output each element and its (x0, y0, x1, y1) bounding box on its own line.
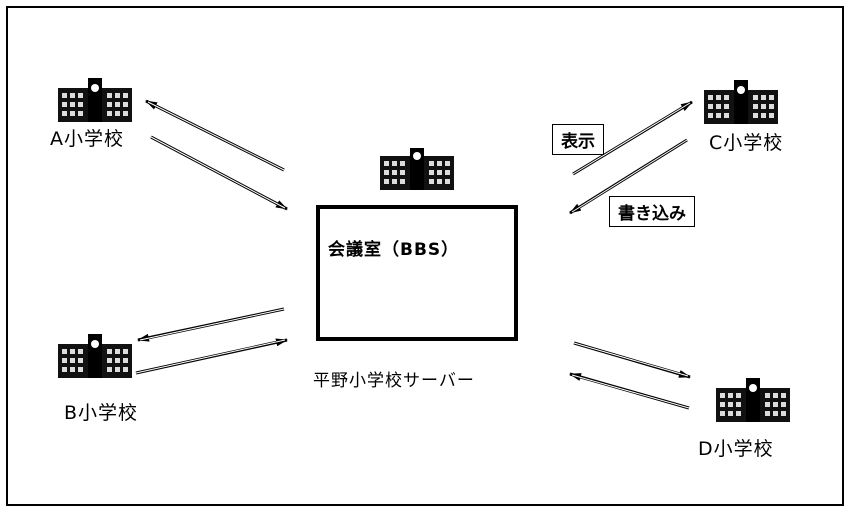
school-b-label: B小学校 (64, 402, 139, 424)
school-building-icon (716, 378, 790, 422)
school-a-label: A小学校 (50, 128, 124, 150)
server-bbs-box: 会議室（BBS） (316, 205, 518, 341)
school-d-label: D小学校 (698, 438, 774, 460)
server-bbs-title: 会議室（BBS） (328, 240, 460, 260)
write-action-label: 書き込み (609, 196, 695, 227)
server-caption: 平野小学校サーバー (313, 371, 475, 391)
server-building-icon (380, 148, 454, 190)
school-c-label: C小学校 (709, 132, 784, 154)
display-action-label: 表示 (552, 124, 604, 155)
school-building-icon (58, 78, 132, 122)
school-building-icon (58, 334, 132, 378)
school-building-icon (704, 80, 778, 124)
diagram-frame (6, 6, 844, 506)
